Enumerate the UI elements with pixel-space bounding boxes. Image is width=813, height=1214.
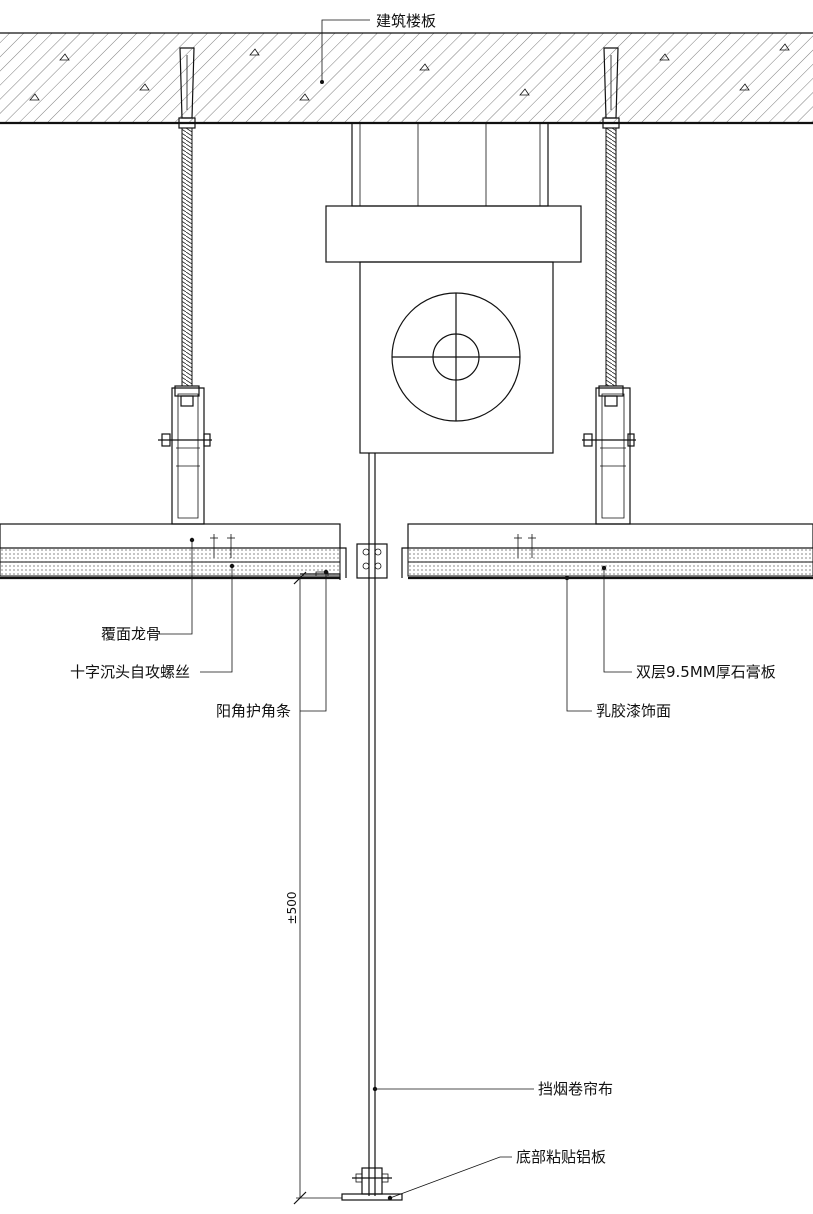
label-aluminum-plate: 底部粘贴铝板 bbox=[516, 1148, 606, 1166]
label-screw: 十字沉头自攻螺丝 bbox=[70, 663, 190, 681]
smoke-curtain bbox=[356, 453, 388, 1196]
label-latex-paint: 乳胶漆饰面 bbox=[596, 702, 671, 720]
drop-dimension-text: ±500 bbox=[285, 892, 299, 925]
label-floor-slab: 建筑楼板 bbox=[376, 12, 436, 30]
label-corner-strip: 阳角护角条 bbox=[216, 702, 291, 720]
right-hanger-assembly bbox=[582, 47, 636, 525]
floor-slab bbox=[0, 32, 813, 125]
label-smoke-curtain: 挡烟卷帘布 bbox=[538, 1080, 613, 1098]
label-gypsum-board: 双层9.5MM厚石膏板 bbox=[636, 663, 776, 681]
ceiling-right bbox=[401, 523, 813, 580]
label-cover-keel: 覆面龙骨 bbox=[101, 625, 161, 643]
ceiling-left bbox=[0, 523, 347, 580]
curtain-roller-box bbox=[325, 122, 582, 454]
leader-lines bbox=[158, 19, 632, 1201]
bottom-aluminum-plate bbox=[341, 1167, 403, 1201]
drop-dimension: ±500 bbox=[285, 571, 342, 1205]
